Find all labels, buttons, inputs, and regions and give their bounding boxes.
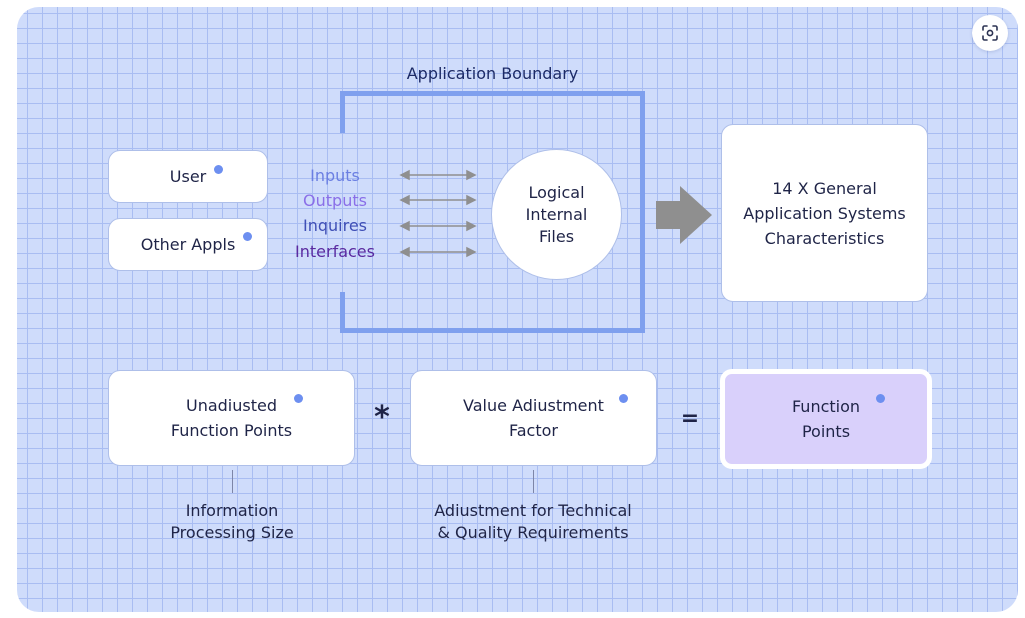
actor-user: User [108, 150, 268, 203]
logical-internal-files-label: Logical Internal Files [525, 182, 588, 246]
actor-user-label: User [169, 167, 207, 186]
function-points-dot [876, 394, 885, 403]
user-dot [214, 165, 223, 174]
flow-inquires: Inquires [302, 216, 367, 235]
boundary-bottom [340, 328, 645, 333]
flow-arrow-outputs [399, 194, 477, 206]
flow-arrow-inquires [399, 220, 477, 232]
boundary-top [340, 91, 645, 96]
diagram-canvas [17, 7, 1018, 612]
function-points-label: Function Points [791, 397, 861, 441]
flow-arrow-inputs [399, 169, 477, 181]
actor-other-appls: Other Appls [108, 218, 268, 271]
general-characteristics-box: 14 X General Application Systems Charact… [721, 124, 928, 302]
vaf-connector [533, 470, 534, 493]
multiply-operator: * [374, 400, 390, 435]
lens-search-icon [982, 25, 998, 41]
unadjusted-function-points-box: Unadiusted Function Points [108, 370, 355, 466]
actor-other-appls-label: Other Appls [140, 235, 236, 254]
other-appls-dot [243, 232, 252, 241]
flow-interfaces: Interfaces [295, 242, 375, 261]
flow-outputs: Outputs [303, 191, 367, 210]
big-arrow-icon [656, 186, 712, 244]
value-adjustment-factor-box: Value Adiustment Factor [410, 370, 657, 466]
unadjusted-connector [232, 470, 233, 493]
unadjusted-dot [294, 394, 303, 403]
lens-search-button[interactable] [972, 15, 1008, 51]
value-adjustment-factor-label: Value Adiustment Factor [463, 396, 604, 440]
logical-internal-files: Logical Internal Files [491, 149, 622, 280]
boundary-left-upper [340, 91, 345, 133]
boundary-label: Application Boundary [406, 64, 579, 83]
unadjusted-function-points-label: Unadiusted Function Points [170, 396, 293, 440]
technical-quality-requirements-note: Adiustment for Technical & Quality Requi… [434, 501, 632, 542]
flow-arrow-interfaces [399, 246, 477, 258]
function-points-box: Function Points [720, 369, 932, 469]
flow-inputs: Inputs [310, 166, 360, 185]
information-processing-size-note: Information Processing Size [170, 501, 294, 542]
general-characteristics-label: 14 X General Application Systems Charact… [743, 178, 906, 248]
boundary-left-lower [340, 292, 345, 333]
flow-arrows [399, 169, 477, 258]
boundary-right [640, 91, 645, 333]
vaf-dot [619, 394, 628, 403]
equals-operator: = [680, 406, 700, 431]
